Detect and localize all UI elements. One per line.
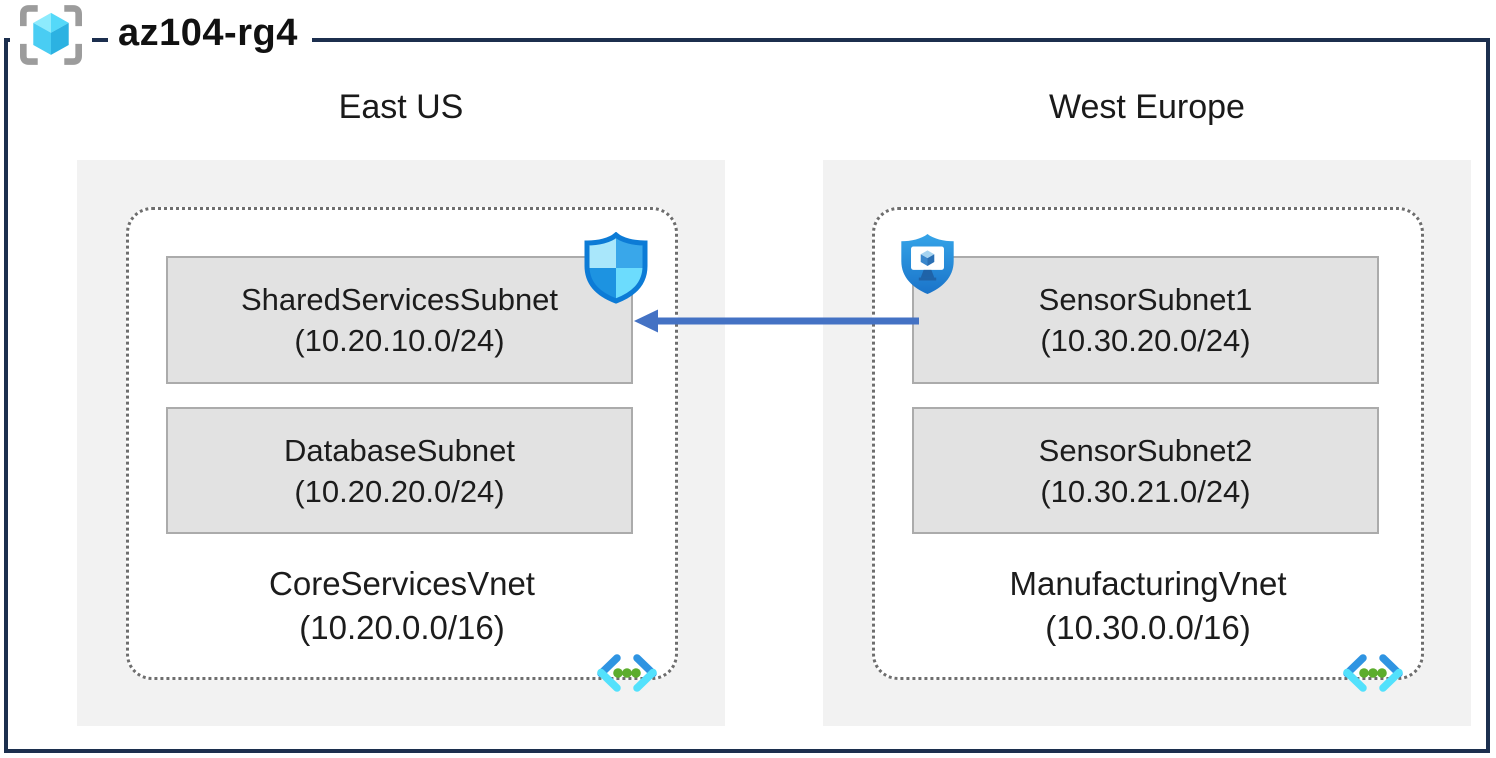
- vnet-core-services-boundary: SharedServicesSubnet (10.20.10.0/24): [126, 207, 678, 692]
- subnet-database: DatabaseSubnet (10.20.20.0/24): [166, 407, 633, 534]
- vnet-name: ManufacturingVnet: [1009, 565, 1287, 602]
- virtual-network-icon: [1339, 653, 1407, 693]
- subnet-name: DatabaseSubnet: [284, 432, 515, 468]
- vnet-manufacturing-boundary: SensorSubnet1 (10.30.20.0/24): [872, 207, 1424, 692]
- region-title-west-europe: West Europe: [1049, 88, 1245, 126]
- vnet-label-core-services: CoreServicesVnet (10.20.0.0/16): [129, 562, 675, 650]
- resource-group-title: az104-rg4: [108, 3, 312, 67]
- subnet-name: SensorSubnet2: [1038, 432, 1253, 468]
- region-east-us: SharedServicesSubnet (10.20.10.0/24): [77, 160, 725, 726]
- resource-group-frame: [4, 38, 1490, 753]
- vnet-cidr: (10.30.0.0/16): [1045, 609, 1251, 646]
- subnet-sensor2: SensorSubnet2 (10.30.21.0/24): [912, 407, 1379, 534]
- subnet-name: SharedServicesSubnet: [240, 282, 559, 317]
- subnet-cidr: (10.30.20.0/24): [1040, 323, 1251, 358]
- subnet-cidr: (10.20.10.0/24): [294, 323, 505, 358]
- subnet-cidr: (10.20.20.0/24): [294, 473, 505, 509]
- bastion-shield-icon: [896, 232, 959, 296]
- vnet-label-manufacturing: ManufacturingVnet (10.30.0.0/16): [875, 562, 1421, 650]
- resource-group-icon: [10, 2, 92, 68]
- subnet-name: SensorSubnet1: [1038, 282, 1253, 317]
- region-title-east-us: East US: [338, 88, 464, 126]
- subnet-cidr: (10.30.21.0/24): [1040, 473, 1251, 509]
- virtual-network-icon: [593, 653, 661, 693]
- vnet-cidr: (10.20.0.0/16): [299, 609, 505, 646]
- nsg-shield-icon: [583, 231, 649, 304]
- subnet-shared-services: SharedServicesSubnet (10.20.10.0/24): [166, 231, 648, 384]
- resource-group-header: az104-rg4: [10, 2, 312, 68]
- region-west-europe: SensorSubnet1 (10.30.20.0/24): [823, 160, 1471, 726]
- vnet-name: CoreServicesVnet: [269, 565, 535, 602]
- subnet-sensor1: SensorSubnet1 (10.30.20.0/24): [901, 233, 1379, 384]
- peering-arrow: [634, 309, 919, 333]
